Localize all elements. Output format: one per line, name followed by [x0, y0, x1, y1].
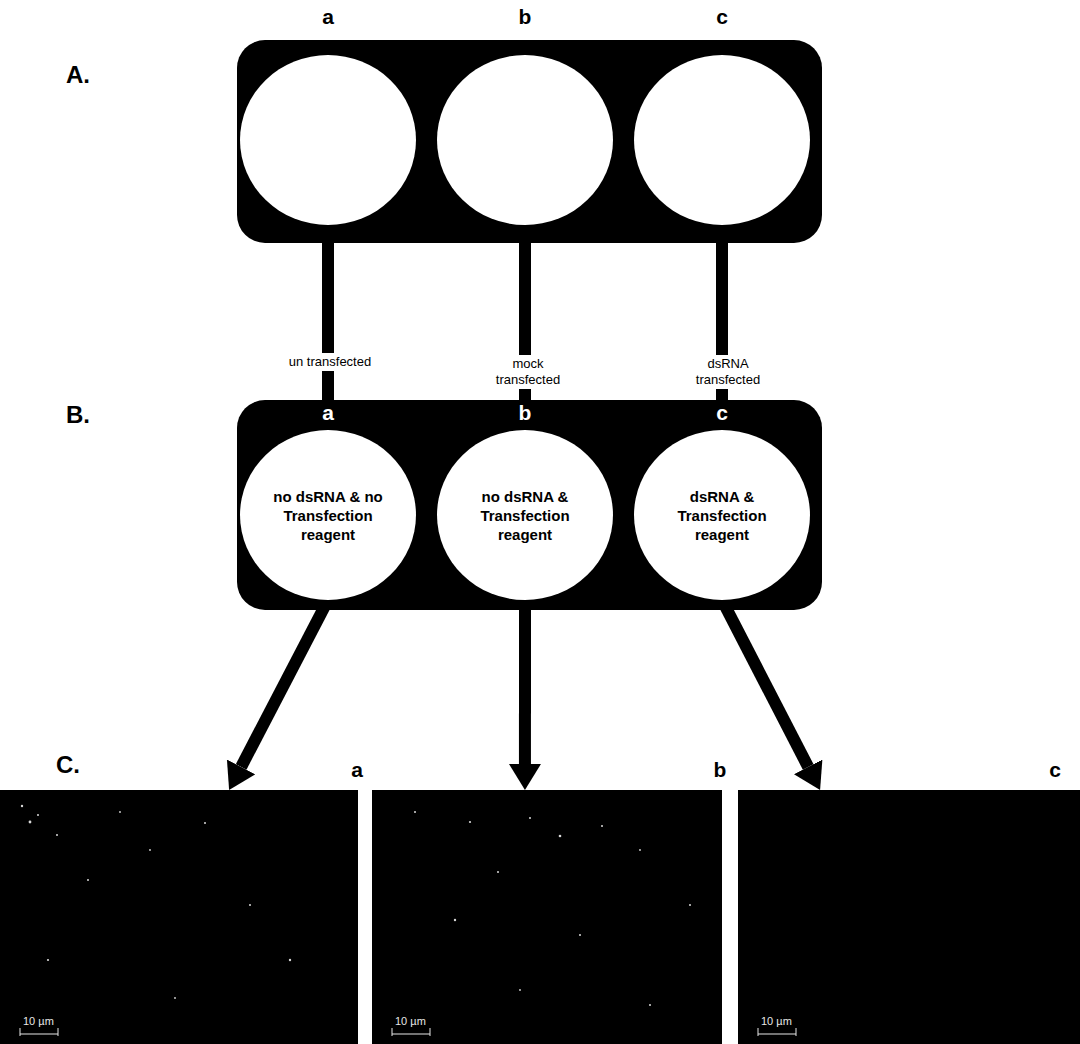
well-outline: [240, 55, 416, 225]
well-plate-panel: [237, 400, 822, 610]
micrograph: [738, 790, 1080, 1044]
well-outline: [240, 430, 416, 600]
well-outline: [437, 55, 613, 225]
flow-arrow: [241, 600, 328, 767]
section-label: C.: [56, 751, 80, 779]
panel-letter: c: [716, 401, 728, 425]
well-outline: [240, 55, 416, 225]
panel-letter: b: [519, 5, 532, 29]
panel-letter: a: [322, 401, 334, 425]
flow-arrow: [322, 225, 334, 404]
well-text: no dsRNA & Transfection reagent: [462, 487, 588, 544]
well-outline: [437, 55, 613, 225]
section-label: A.: [66, 61, 90, 89]
well-text: no dsRNA & no Transfection reagent: [265, 487, 391, 544]
fluorescent-speckles: [21, 805, 691, 1006]
well-plate-panel: [237, 40, 822, 243]
panel-letter: b: [519, 401, 532, 425]
scale-bar: [20, 1028, 796, 1036]
well-text: dsRNA & Transfection reagent: [659, 487, 785, 544]
micrograph: [0, 790, 358, 1044]
treatment-label: mock transfected: [485, 355, 571, 389]
micrograph-panel: b10 µm: [372, 790, 722, 1044]
culture-well: b: [437, 55, 613, 225]
panel-letter: a: [351, 758, 363, 782]
treatment-well: cdsRNA & Transfection reagent: [634, 430, 810, 600]
scale-label: 10 µm: [23, 1015, 54, 1028]
micrograph: [372, 790, 722, 1044]
treatment-label: un transfected: [286, 353, 374, 371]
section-label: B.: [66, 401, 90, 429]
micrograph-panel: c10 µm: [738, 790, 1080, 1044]
panel-letter: b: [714, 758, 727, 782]
culture-well: c: [634, 55, 810, 225]
treatment-well: ano dsRNA & no Transfection reagent: [240, 430, 416, 600]
treatment-well: bno dsRNA & Transfection reagent: [437, 430, 613, 600]
panel-letter: c: [1049, 758, 1061, 782]
scale-label: 10 µm: [761, 1015, 792, 1028]
well-outline: [634, 55, 810, 225]
panel-letter: a: [322, 5, 334, 29]
flow-arrow: [722, 600, 808, 767]
well-outline: [634, 55, 810, 225]
well-outline: [634, 430, 810, 600]
scale-label: 10 µm: [395, 1015, 426, 1028]
flow-arrow: [519, 600, 531, 764]
treatment-label: dsRNA transfected: [685, 355, 771, 389]
micrograph-panel: a10 µm: [0, 790, 358, 1044]
panel-letter: c: [716, 5, 728, 29]
culture-well: a: [240, 55, 416, 225]
well-outline: [437, 430, 613, 600]
